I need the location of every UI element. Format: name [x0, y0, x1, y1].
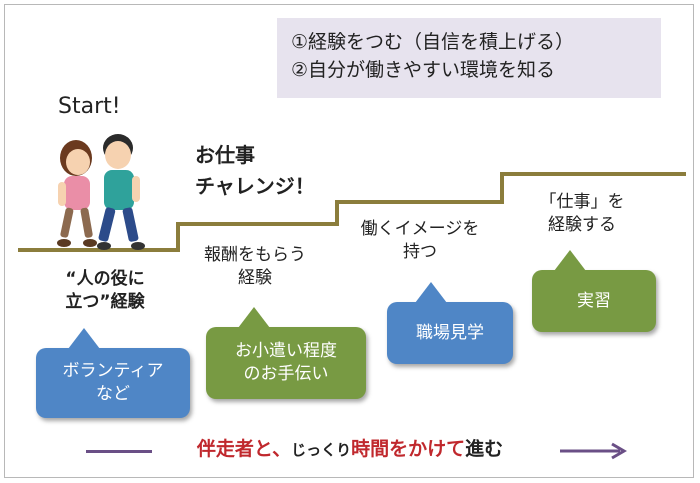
start-label: Start!: [58, 94, 121, 119]
bubble-volunteer: ボランティア など: [36, 328, 190, 418]
step-4-label-line-2: 経験する: [548, 215, 616, 235]
challenge-line-1: お仕事: [195, 143, 255, 167]
step-1-label: “人の役に 立つ”経験: [50, 268, 160, 314]
bubble-volunteer-tail: [68, 328, 100, 349]
bubble-workplace-visit-tail: [415, 282, 447, 303]
bubble-errands-tail: [238, 307, 270, 328]
bubble-practical-training: 実習: [532, 250, 656, 332]
footer-part-3: 時間: [351, 438, 390, 460]
step-1-label-line-1: “人の役に: [65, 269, 145, 289]
goals-box: ①経験をつむ（自信を積上げる） ②自分が働きやすい環境を知る: [277, 18, 661, 98]
footer-part-1: 伴走者と、: [196, 438, 292, 460]
bubble-workplace-visit: 職場見学: [387, 282, 513, 364]
footer-part-5: 進む: [465, 438, 504, 460]
bubble-volunteer-line-2: など: [95, 384, 130, 404]
footer-right-arrow: [560, 442, 627, 460]
footer-text: 伴走者と、じっくり時間をかけて進む: [0, 434, 700, 461]
woman-figure: [57, 140, 97, 247]
diagram-frame: [4, 4, 694, 478]
bubble-volunteer-line-1: ボランティア: [62, 361, 164, 381]
bubble-errands-line-1: お小遣い程度: [235, 341, 337, 361]
man-figure: [97, 134, 145, 250]
goal-1: ①経験をつむ（自信を積上げる）: [291, 31, 575, 53]
footer-left-line: [86, 450, 152, 453]
challenge-line-2: チャレンジ！: [195, 174, 315, 198]
step-3-label-line-2: 持つ: [403, 242, 437, 262]
step-2-label-line-1: 報酬をもらう: [204, 245, 306, 265]
challenge-label: お仕事 チャレンジ！: [195, 140, 315, 202]
footer-part-4: をかけて: [389, 438, 466, 460]
step-4-label: 「仕事」を 経験する: [527, 191, 637, 237]
walking-couple-illustration: [57, 134, 145, 250]
bubble-practical-training-text: 実習: [577, 290, 611, 311]
step-3-label: 働くイメージを 持つ: [360, 218, 480, 264]
staircase-line: [18, 172, 686, 252]
footer-part-2: じっくり: [291, 441, 352, 459]
goal-2: ②自分が働きやすい環境を知る: [291, 59, 556, 81]
step-2-label-line-2: 経験: [238, 268, 272, 288]
step-4-label-line-1: 「仕事」を: [539, 192, 625, 212]
bubble-errands-line-2: のお手伝い: [243, 364, 329, 384]
bubble-practical-training-tail: [554, 250, 586, 271]
step-2-label: 報酬をもらう 経験: [200, 244, 310, 290]
step-1-label-line-2: 立つ”経験: [65, 292, 145, 312]
bubble-workplace-visit-text: 職場見学: [416, 322, 484, 343]
bubble-errands: お小遣い程度 のお手伝い: [206, 307, 366, 399]
step-3-label-line-1: 働くイメージを: [360, 219, 480, 239]
